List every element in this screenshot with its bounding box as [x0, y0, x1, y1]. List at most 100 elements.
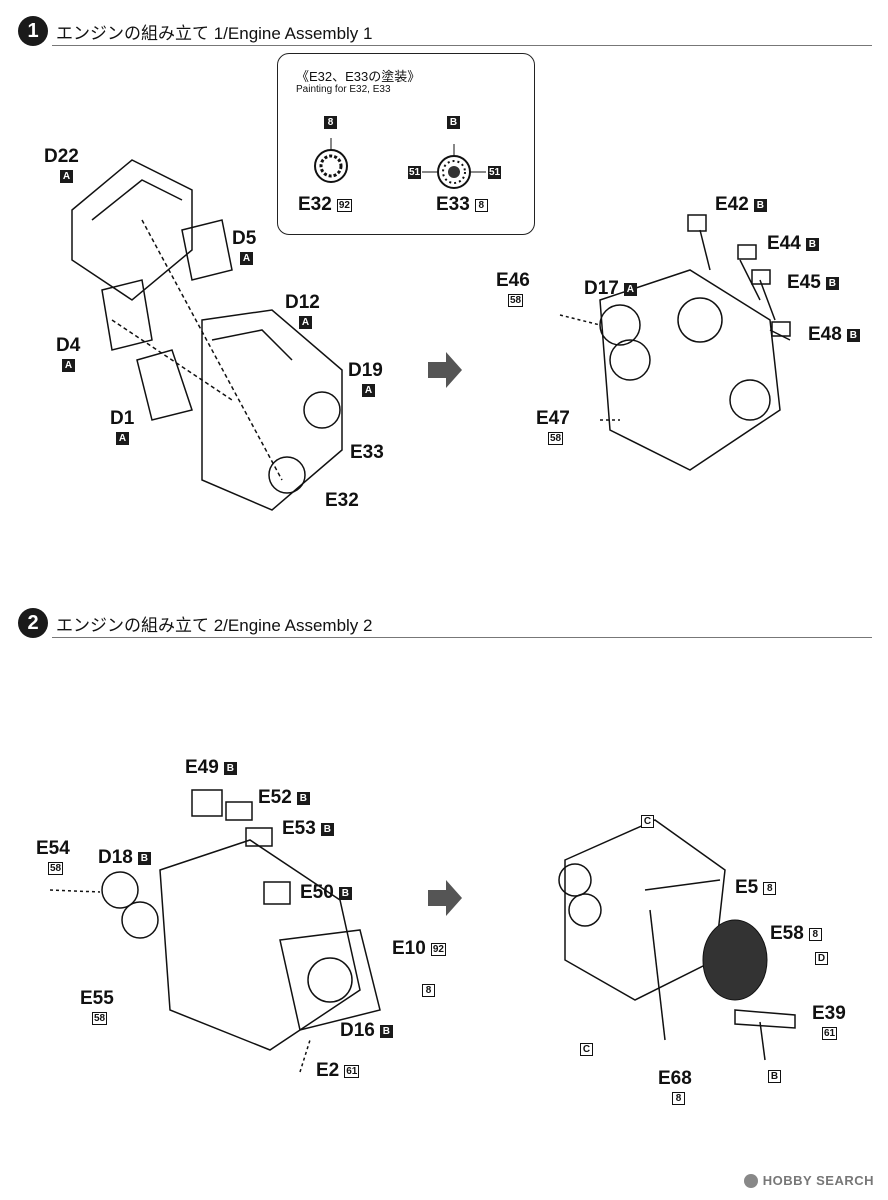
- part-number-text: E42: [715, 194, 749, 215]
- step-title: エンジンの組み立て 1/Engine Assembly 1: [56, 23, 373, 43]
- paint-code-badge: 8: [324, 116, 337, 129]
- part-e39-label: E39 61: [812, 1003, 846, 1040]
- part-number-text: D19: [348, 360, 383, 381]
- part-e2-label: E2 61: [316, 1060, 360, 1082]
- watermark-text: HOBBY SEARCH: [762, 1173, 874, 1188]
- part-e53-label: E53 B: [282, 818, 334, 840]
- part-e5-label: E5 8: [735, 877, 777, 899]
- paint-code-badge: 8: [474, 198, 488, 212]
- part-number-text: D17: [584, 278, 619, 299]
- step-2-divider: [52, 637, 872, 638]
- part-number-text: D5: [232, 228, 257, 249]
- part-e50-label: E50 B: [300, 882, 352, 904]
- runner-badge: B: [379, 1024, 393, 1038]
- part-number-text: E33: [350, 442, 384, 463]
- painting-inset-box: 《E32、E33の塗装》 Painting for E32, E33 8 E32…: [277, 53, 535, 235]
- runner-badge: B: [296, 791, 310, 805]
- part-number-text: E52: [258, 787, 292, 808]
- paint-code-badge: 61: [344, 1064, 360, 1078]
- runner-badge: B: [846, 328, 860, 342]
- part-e32-label: E32: [325, 490, 359, 512]
- runner-badge: B: [320, 822, 334, 836]
- part-e49-label: E49 B: [185, 757, 237, 779]
- step-number-badge: 2: [18, 608, 48, 638]
- part-e48-label: E48 B: [808, 324, 860, 346]
- step-title: エンジンの組み立て 2/Engine Assembly 2: [56, 615, 373, 635]
- runner-badge: B: [338, 886, 352, 900]
- e32-label-text: E32: [298, 194, 332, 215]
- part-number-text: E45: [787, 272, 821, 293]
- part-number-text: E39: [812, 1003, 846, 1024]
- paint-code-badge: B: [447, 116, 460, 129]
- inset-title-jp: 《E32、E33の塗装》: [296, 69, 421, 84]
- part-e42-label: E42 B: [715, 194, 767, 216]
- runner-badge: B: [753, 198, 767, 212]
- step-2-header: 2 エンジンの組み立て 2/Engine Assembly 2: [18, 606, 372, 640]
- paint-code-badge: D: [815, 952, 828, 965]
- paint-code-badge: B: [768, 1070, 781, 1083]
- e33-label-text: E33: [436, 194, 470, 215]
- step-2-engine-assembled-drawing: [558, 819, 796, 1061]
- runner-badge: A: [240, 252, 253, 265]
- step-1-header: 1 エンジンの組み立て 1/Engine Assembly 1: [18, 14, 372, 48]
- hobby-search-logo-icon: [743, 1173, 758, 1188]
- paint-code-badge: 92: [336, 198, 352, 212]
- part-number-text: E10: [392, 938, 426, 959]
- part-number-text: E32: [325, 490, 359, 511]
- part-e10-label: E10 92: [392, 938, 446, 960]
- part-e47-label: E47 58: [536, 408, 570, 445]
- part-number-text: E58: [770, 923, 804, 944]
- part-d16-label: D16 B: [340, 1020, 393, 1042]
- step-1-engine-exploded-drawing: [71, 159, 343, 511]
- paint-code-badge: 58: [548, 432, 564, 445]
- paint-code-badge: 58: [48, 862, 64, 875]
- runner-badge: B: [223, 761, 237, 775]
- part-e45-label: E45 B: [787, 272, 839, 294]
- part-d18-label: D18 B: [98, 847, 151, 869]
- part-number-text: E46: [496, 270, 530, 291]
- step-number-badge: 1: [18, 16, 48, 46]
- part-number-text: E68: [658, 1068, 692, 1089]
- runner-badge: A: [623, 282, 637, 296]
- part-d5-label: D5 A: [232, 228, 256, 265]
- part-e44-label: E44 B: [767, 233, 819, 255]
- part-number-text: E49: [185, 757, 219, 778]
- part-number-text: E54: [36, 838, 70, 859]
- part-d17-label: D17 A: [584, 278, 637, 300]
- runner-badge: A: [362, 384, 375, 397]
- right-arrow-icon: [428, 352, 462, 388]
- part-d12-label: D12 A: [285, 292, 320, 329]
- part-number-text: D12: [285, 292, 320, 313]
- paint-code-badge: 8: [422, 984, 435, 997]
- part-number-text: E47: [536, 408, 570, 429]
- part-number-text: D16: [340, 1020, 375, 1041]
- part-e54-label: E54 58: [36, 838, 70, 875]
- part-d22-label: D22 A: [44, 146, 79, 183]
- part-d19-label: D19 A: [348, 360, 383, 397]
- paint-code-badge: 58: [92, 1012, 108, 1025]
- paint-code-badge: 51: [488, 166, 502, 179]
- hobby-search-watermark: HOBBY SEARCH: [743, 1173, 874, 1188]
- part-number-text: E50: [300, 882, 334, 903]
- part-e52-label: E52 B: [258, 787, 310, 809]
- part-number-text: E48: [808, 324, 842, 345]
- e33-paint-label: E33 8: [436, 194, 488, 216]
- paint-code-badge: 8: [672, 1092, 685, 1105]
- part-d1-label: D1 A: [110, 408, 134, 445]
- part-number-text: D18: [98, 847, 133, 868]
- part-e68-label: E68 8: [658, 1068, 692, 1105]
- part-number-text: E53: [282, 818, 316, 839]
- paint-code-badge: 92: [430, 942, 446, 956]
- part-number-text: E5: [735, 877, 759, 898]
- paint-code-badge: 8: [763, 881, 777, 895]
- step-1-engine-assembled-drawing: [559, 214, 791, 471]
- paint-code-badge: 8: [808, 927, 822, 941]
- part-d4-label: D4 A: [56, 335, 80, 372]
- part-number-text: E55: [80, 988, 114, 1009]
- e33-part-drawing: [422, 144, 486, 189]
- runner-badge: A: [116, 432, 129, 445]
- e32-part-drawing: [314, 138, 348, 183]
- paint-code-badge: 61: [822, 1027, 838, 1040]
- part-number-text: E44: [767, 233, 801, 254]
- e32-paint-label: E32 92: [298, 194, 352, 216]
